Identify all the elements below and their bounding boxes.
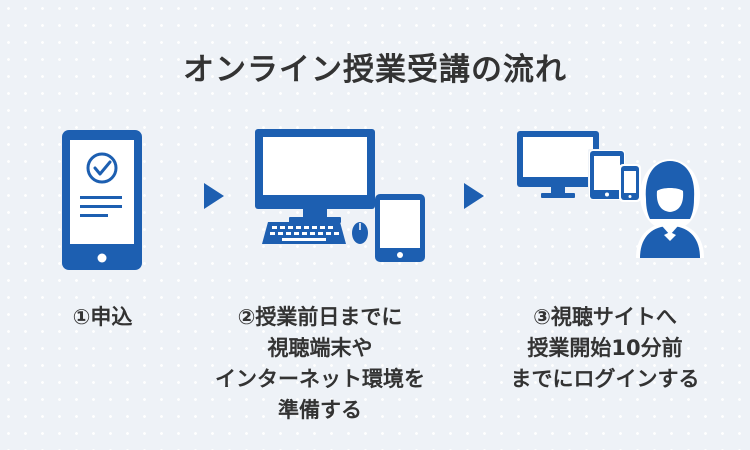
- arrow-right-icon: [204, 183, 224, 209]
- tablet-icon: [375, 194, 425, 262]
- smartphone-icon: [619, 164, 641, 202]
- diagram-title: オンライン授業受講の流れ: [183, 52, 567, 88]
- step-line: ①申込: [72, 305, 133, 329]
- step-line: 授業開始10分前: [527, 336, 683, 360]
- desktop-computer-icon: [255, 129, 375, 223]
- step-3-text: ③視聴サイトへ 授業開始10分前 までにログインする: [480, 302, 730, 395]
- check-circle-icon: [86, 152, 118, 184]
- step-2-text: ②授業前日までに 視聴端末や インターネット環境を 準備する: [200, 302, 440, 426]
- tablet-application-icon: [62, 130, 142, 270]
- step-line: までにログインする: [510, 367, 700, 391]
- arrow-right-icon: [464, 183, 484, 209]
- monitor-icon: [517, 131, 599, 198]
- student-avatar-icon: [636, 159, 704, 258]
- mouse-icon: [352, 222, 368, 244]
- step-1-text: ①申込: [20, 302, 185, 333]
- keyboard-icon: [262, 222, 346, 244]
- step-line: ②授業前日までに: [237, 305, 403, 329]
- step-line: インターネット環境を: [215, 367, 425, 391]
- tablet-icon: [588, 149, 626, 201]
- step-line: 準備する: [278, 398, 362, 422]
- step-line: 視聴端末や: [267, 336, 373, 360]
- step-line: ③視聴サイトへ: [533, 305, 677, 329]
